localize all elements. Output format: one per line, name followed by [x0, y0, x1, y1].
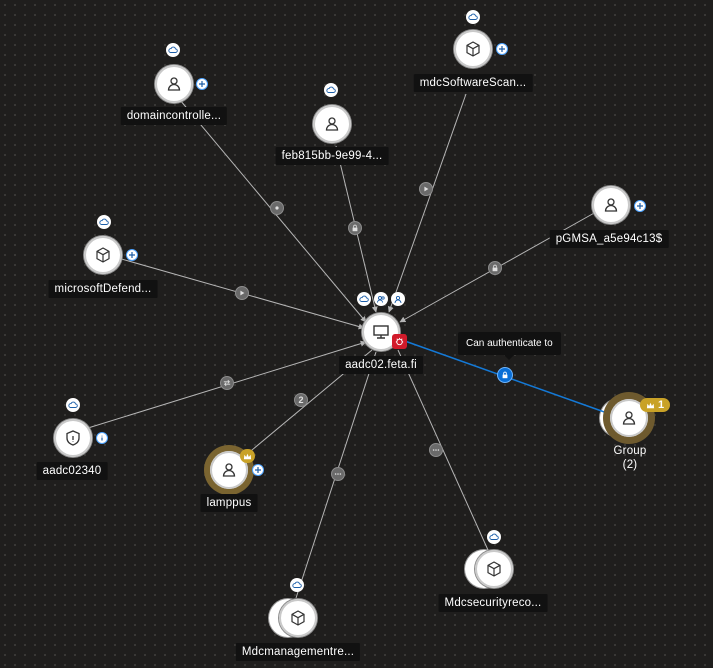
play-icon[interactable]: [419, 182, 433, 196]
edge-dot-icon[interactable]: [270, 201, 284, 215]
node-label: aadc02340: [36, 462, 108, 480]
swap-icon[interactable]: [220, 376, 234, 390]
user-icon: [622, 411, 636, 425]
user-icon: [604, 198, 618, 212]
crown-count-badge: 1: [640, 398, 670, 412]
cube-icon: [466, 41, 480, 57]
users-icon: [374, 292, 388, 306]
plus-icon: [196, 78, 208, 90]
edge-tooltip: Can authenticate to: [458, 332, 561, 360]
cloud-icon: [166, 43, 180, 57]
crown-count: 1: [657, 399, 665, 411]
user-icon: [222, 463, 236, 477]
cube-icon: [291, 610, 305, 626]
group-count: (2): [622, 459, 638, 471]
node-label: domaincontrolle...: [120, 107, 228, 125]
node-pgmsa[interactable]: [592, 186, 630, 224]
computer-icon: [373, 325, 389, 339]
node-label: microsoftDefend...: [48, 280, 158, 298]
edge-mdcsecurityreco[interactable]: [397, 349, 489, 551]
more-icon[interactable]: [429, 443, 443, 457]
alert-icon[interactable]: [392, 334, 407, 349]
cloud-icon: [290, 578, 304, 592]
plus-icon: [126, 249, 138, 261]
cloud-icon: [97, 215, 111, 229]
user-icon: [167, 77, 181, 91]
more-icon[interactable]: [331, 467, 345, 481]
node-microsoftdefend[interactable]: [84, 236, 122, 274]
node-mdcmanagement[interactable]: [269, 599, 317, 637]
lock-icon[interactable]: [497, 367, 513, 383]
node-label: aadc02.feta.fi: [339, 356, 423, 374]
plus-icon: [252, 464, 264, 476]
node-label: lamppus: [200, 494, 258, 512]
node-label: mdcSoftwareScan...: [413, 74, 533, 92]
edge-mdcsoftwarescan[interactable]: [387, 93, 467, 313]
plus-icon: [496, 43, 508, 55]
cloud-icon: [487, 530, 501, 544]
info-icon: [96, 432, 108, 444]
node-mdcsecurityreco[interactable]: [465, 550, 513, 588]
node-feb815bb[interactable]: [313, 105, 351, 143]
lock-icon[interactable]: [488, 261, 502, 275]
node-label: feb815bb-9e99-4...: [275, 147, 389, 165]
lock-icon[interactable]: [348, 221, 362, 235]
node-label: Mdcsecurityreco...: [438, 594, 548, 612]
cube-icon: [96, 247, 110, 263]
cloud-icon: [466, 10, 480, 24]
crown-icon: [240, 449, 255, 463]
node-label: Mdcmanagementre...: [235, 643, 361, 661]
node-label: Group (2): [614, 444, 647, 472]
node-domaincontroller[interactable]: [155, 65, 193, 103]
shield-icon: [66, 430, 80, 446]
group-label: Group: [613, 445, 647, 457]
cloud-icon: [357, 292, 371, 306]
cloud-icon: [66, 398, 80, 412]
plus-icon: [634, 200, 646, 212]
crown-icon: [646, 402, 655, 408]
play-icon[interactable]: [235, 286, 249, 300]
cloud-icon: [324, 83, 338, 97]
cube-icon: [487, 561, 501, 577]
node-aadc02340[interactable]: [54, 419, 92, 457]
node-label: pGMSA_a5e94c13$: [549, 230, 669, 248]
edge-count-badge[interactable]: 2: [294, 393, 308, 407]
node-mdcsoftwarescan[interactable]: [454, 30, 492, 68]
user-icon: [325, 117, 339, 131]
user-group-icon: [391, 292, 405, 306]
